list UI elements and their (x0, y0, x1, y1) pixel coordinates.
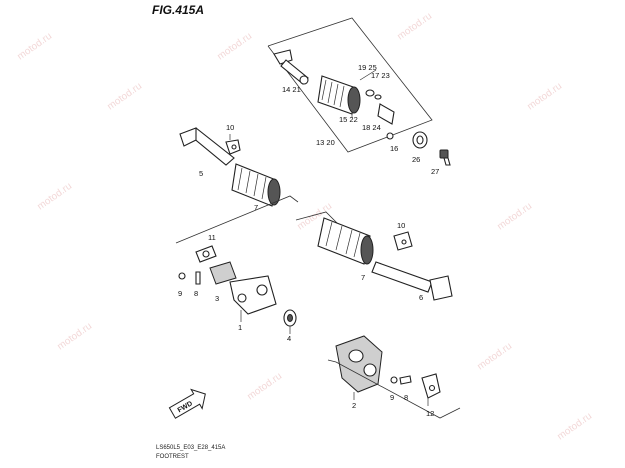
spring-pin-group (365, 89, 395, 140)
watermark-text: motod.ru (475, 341, 514, 373)
callout-1: 1 (238, 323, 242, 332)
assembly-frame (327, 359, 461, 419)
watermark-text: motod.ru (105, 81, 144, 113)
callout-5: 5 (199, 169, 203, 178)
callout-27: 27 (431, 167, 439, 176)
callout-15-22: 15 22 (339, 115, 358, 124)
bolt-27 (439, 149, 451, 166)
callout-3: 3 (215, 294, 219, 303)
leader-line (359, 69, 377, 81)
callout-10-left: 10 (226, 123, 234, 132)
callout-26: 26 (412, 155, 420, 164)
callout-19-25: 19 25 (358, 63, 377, 72)
callout-10-right: 10 (397, 221, 405, 230)
footrest-rubber-15 (317, 75, 361, 115)
callout-9-right: 9 (390, 393, 394, 402)
callout-13-20: 13 20 (316, 138, 335, 147)
fwd-arrow-icon: FWD (168, 388, 206, 419)
washer-26 (412, 131, 428, 149)
callout-9-left: 9 (178, 289, 182, 298)
callout-2: 2 (352, 401, 356, 410)
right-bracket-group (327, 335, 461, 419)
callout-17-23: 17 23 (371, 71, 390, 80)
callout-16: 16 (390, 144, 398, 153)
footrest-bracket-2 (335, 335, 383, 393)
callout-8: 8 (194, 289, 198, 298)
footrest-bar-6 (371, 261, 433, 293)
watermark-text: motod.ru (35, 181, 74, 213)
callout-12: 12 (426, 409, 434, 418)
pin-8 (195, 271, 201, 285)
watermark-text: motod.ru (495, 201, 534, 233)
footer-name: FOOTREST (156, 454, 189, 460)
right-footrest-group (295, 211, 453, 301)
callout-11: 11 (208, 233, 216, 242)
watermark-text: motod.ru (245, 371, 284, 403)
callout-18-24: 18 24 (362, 123, 381, 132)
assembly-frame (267, 17, 433, 153)
nut-9 (178, 272, 186, 280)
footer-code: LS650L5_E03_E28_415A (156, 445, 225, 451)
watermark-text: motod.ru (215, 31, 254, 63)
left-footrest-group (179, 127, 281, 207)
pin-8 (399, 375, 412, 385)
callout-6: 6 (419, 293, 423, 302)
figure-title: FIG.415A (152, 3, 204, 17)
assembly-frame (175, 195, 299, 244)
watermark-text: motod.ru (395, 11, 434, 43)
footrest-bracket-14 (273, 49, 309, 85)
callout-4: 4 (287, 334, 291, 343)
watermark-text: motod.ru (15, 31, 54, 63)
callout-7-left: 7 (254, 203, 258, 212)
footrest-rubber-7 (231, 163, 277, 207)
pivot-3 (209, 261, 237, 285)
watermark-text: motod.ru (55, 321, 94, 353)
left-bracket-group (178, 245, 297, 334)
footrest-rubber-7 (317, 217, 371, 265)
nut-9 (390, 376, 398, 384)
watermark-text: motod.ru (525, 81, 564, 113)
callout-8-right: 8 (404, 393, 408, 402)
watermark-text: motod.ru (555, 411, 594, 443)
callout-14-21: 14 21 (282, 85, 301, 94)
callout-7-right: 7 (361, 273, 365, 282)
rear-footrest-group (267, 17, 451, 166)
footrest-bracket-1 (229, 275, 277, 315)
